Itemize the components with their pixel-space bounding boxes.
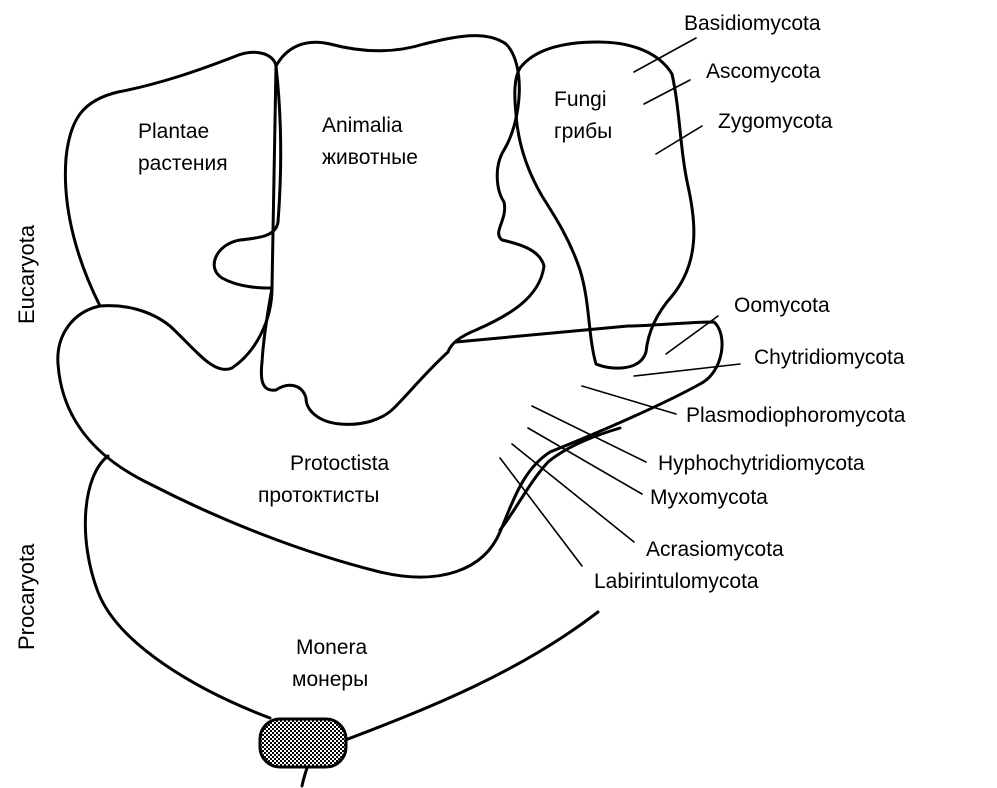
leader-chytridiomycota [634,364,740,376]
zygomycota-label: Zygomycota [718,110,833,133]
oomycota-label: Oomycota [734,294,830,317]
leader-acrasiomycota [512,444,634,542]
leader-ascomycota [644,80,690,104]
fungi-russian-label: грибы [554,120,612,143]
labirintulomycota-label: Labirintulomycota [594,570,759,593]
monera-cell-icon [260,719,346,767]
eucaryota-side-label: Eucaryota [14,224,39,324]
animalia-label: Animalia [322,114,403,137]
plantae-russian-label: растения [138,152,228,175]
animalia-russian-label: животные [322,146,418,169]
basidiomycota-label: Basidiomycota [684,12,821,35]
monera-russian-label: монеры [292,668,368,691]
ascomycota-label: Ascomycota [706,60,821,83]
protoctista-outline [58,306,722,577]
chytridiomycota-label: Chytridiomycota [754,346,905,369]
plasmodiophoromycota-label: Plasmodiophoromycota [686,404,906,427]
plantae-outline [65,52,280,369]
myxomycota-label: Myxomycota [650,486,768,509]
protoctista-label: Protoctista [290,452,390,475]
protoctista-lobe-outline [500,428,620,530]
animalia-outline [261,36,544,425]
plantae-label: Plantae [138,120,209,143]
fungi-label: Fungi [554,88,607,111]
hyphochytridiomycota-label: Hyphochytridiomycota [658,452,865,475]
protoctista-russian-label: протоктисты [258,484,379,507]
procaryota-side-label: Procaryota [14,543,39,650]
acrasiomycota-label: Acrasiomycota [646,538,784,561]
leader-plasmodiophoromycota [582,386,676,414]
monera-label: Monera [296,636,368,659]
